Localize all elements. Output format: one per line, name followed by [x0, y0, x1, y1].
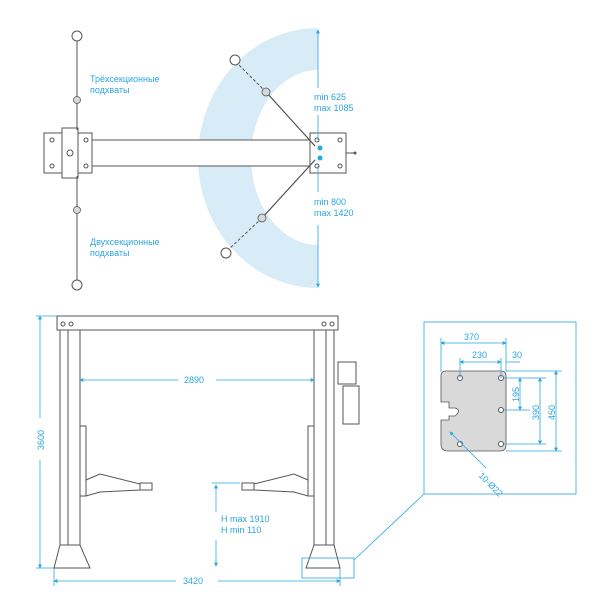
- detail-leader-line: [353, 493, 425, 561]
- label-two-section-line1: Двухсекционные: [90, 237, 160, 247]
- dim-450: 450: [547, 405, 557, 420]
- arm-joint: [257, 213, 267, 223]
- lift-pad: [71, 279, 83, 291]
- hydraulic-tank: [342, 385, 360, 425]
- dim-upper-max: max 1085: [314, 103, 354, 113]
- base-plate-outline: [440, 370, 507, 452]
- dim-height-total: 3600: [36, 430, 46, 450]
- anchor-bolt: [83, 137, 89, 143]
- dim-upper-min: min 625: [314, 92, 346, 102]
- beam-bolt: [68, 321, 74, 327]
- holes-spec: 10-Ø22: [477, 470, 505, 498]
- anchor-bolt: [49, 137, 55, 143]
- arm-joint: [261, 87, 271, 97]
- beam-bolt: [321, 321, 327, 327]
- pivot-pin: [317, 145, 323, 151]
- dim-30: 30: [512, 350, 522, 360]
- anchor-hole: [498, 441, 504, 447]
- pivot-pin: [317, 155, 323, 161]
- anchor-bolt: [337, 163, 343, 169]
- dim-lower-max: max 1420: [314, 208, 354, 218]
- arm-joint: [73, 96, 81, 104]
- label-three-section-line1: Трёхсекционные: [90, 74, 159, 84]
- pivot-pin: [66, 149, 74, 157]
- holes-leader: [449, 431, 487, 469]
- left-column-block: [61, 127, 79, 179]
- label-two-section-line2: подхваты: [90, 248, 130, 258]
- right-base-plate: [309, 132, 347, 174]
- detail-callout-marker: [301, 557, 355, 579]
- left-column: [59, 329, 81, 559]
- anchor-bolt: [314, 137, 320, 143]
- right-column: [313, 329, 335, 559]
- cross-beam: [91, 139, 311, 167]
- top-beam: [56, 315, 339, 331]
- anchor-bolt: [314, 163, 320, 169]
- dim-230: 230: [472, 350, 487, 360]
- detail-frame: [423, 321, 577, 495]
- anchor-hole: [498, 407, 504, 413]
- base-plate-detail: 370 230 30 195 390 450 10-Ø22: [423, 321, 577, 499]
- anchor-bolt: [83, 163, 89, 169]
- motor: [337, 361, 357, 385]
- right-carriage: [307, 425, 315, 497]
- right-arm-pad: [241, 482, 255, 491]
- arm-joint: [73, 206, 81, 214]
- lift-pad: [71, 30, 83, 42]
- right-arm-lower-extension: [227, 217, 263, 251]
- left-arm-pad: [139, 482, 153, 491]
- front-view: 3600 2890 3420 H max 1910 H min 110: [36, 315, 425, 586]
- right-lift-arm: [253, 473, 309, 497]
- right-arm-upper-extension: [235, 61, 267, 93]
- label-three-section-line2: подхваты: [90, 85, 130, 95]
- lift-pad: [220, 247, 232, 259]
- dim-inner-width: 2890: [184, 375, 204, 385]
- top-view: Трёхсекционные подхваты Двухсекционные п…: [43, 28, 357, 291]
- anchor-bolt: [49, 163, 55, 169]
- dim-total-width: 3420: [183, 576, 203, 586]
- dim-390: 390: [531, 405, 541, 420]
- left-carriage: [79, 425, 87, 497]
- beam-bolt: [329, 321, 335, 327]
- arm-reach-zone: [198, 28, 318, 288]
- right-column-foot: [305, 544, 341, 569]
- left-column-foot: [53, 544, 91, 569]
- left-lift-arm: [85, 473, 141, 497]
- dim-lower-min: min 800: [314, 197, 346, 207]
- anchor-bolt: [337, 137, 343, 143]
- dim-lift-max: H max 1910: [221, 514, 270, 524]
- lift-pad: [229, 54, 241, 66]
- dim-lift-min: H min 110: [221, 525, 261, 535]
- dim-370: 370: [464, 332, 479, 342]
- control-knob: [353, 151, 357, 155]
- beam-bolt: [60, 321, 66, 327]
- dim-195: 195: [511, 387, 521, 402]
